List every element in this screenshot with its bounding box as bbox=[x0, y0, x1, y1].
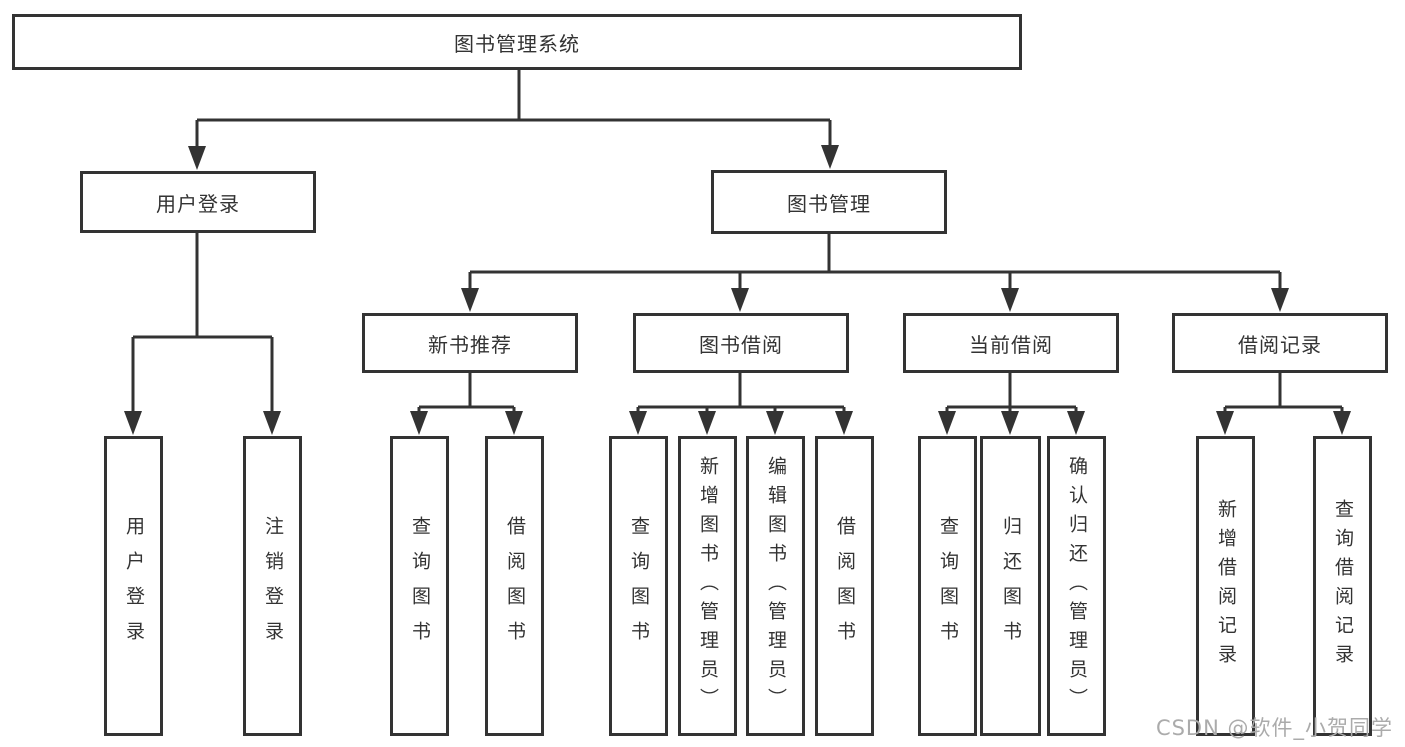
leaf-query-borrow-record: 查询借阅记录 bbox=[1313, 436, 1372, 736]
leaf-query-books-1: 查询图书 bbox=[390, 436, 449, 736]
leaf-confirm-return-admin: 确认归还（管理员） bbox=[1047, 436, 1106, 736]
node-new-book-recommendation: 新书推荐 bbox=[362, 313, 578, 373]
leaf-logout: 注销登录 bbox=[243, 436, 302, 736]
leaf-query-books-2: 查询图书 bbox=[609, 436, 668, 736]
node-user-login: 用户登录 bbox=[80, 171, 316, 233]
leaf-edit-books-admin: 编辑图书（管理员） bbox=[746, 436, 805, 736]
leaf-query-books-3: 查询图书 bbox=[918, 436, 977, 736]
leaf-add-borrow-record: 新增借阅记录 bbox=[1196, 436, 1255, 736]
leaf-borrow-books-1: 借阅图书 bbox=[485, 436, 544, 736]
node-current-borrowing: 当前借阅 bbox=[903, 313, 1119, 373]
leaf-return-books: 归还图书 bbox=[980, 436, 1041, 736]
node-borrow-records: 借阅记录 bbox=[1172, 313, 1388, 373]
leaf-borrow-books-2: 借阅图书 bbox=[815, 436, 874, 736]
csdn-watermark: CSDN @软件_小贺同学 bbox=[1155, 716, 1393, 740]
node-book-borrowing: 图书借阅 bbox=[633, 313, 849, 373]
leaf-user-login: 用户登录 bbox=[104, 436, 163, 736]
node-book-management: 图书管理 bbox=[711, 170, 947, 234]
leaf-add-books-admin: 新增图书（管理员） bbox=[678, 436, 737, 736]
node-root: 图书管理系统 bbox=[12, 14, 1022, 70]
